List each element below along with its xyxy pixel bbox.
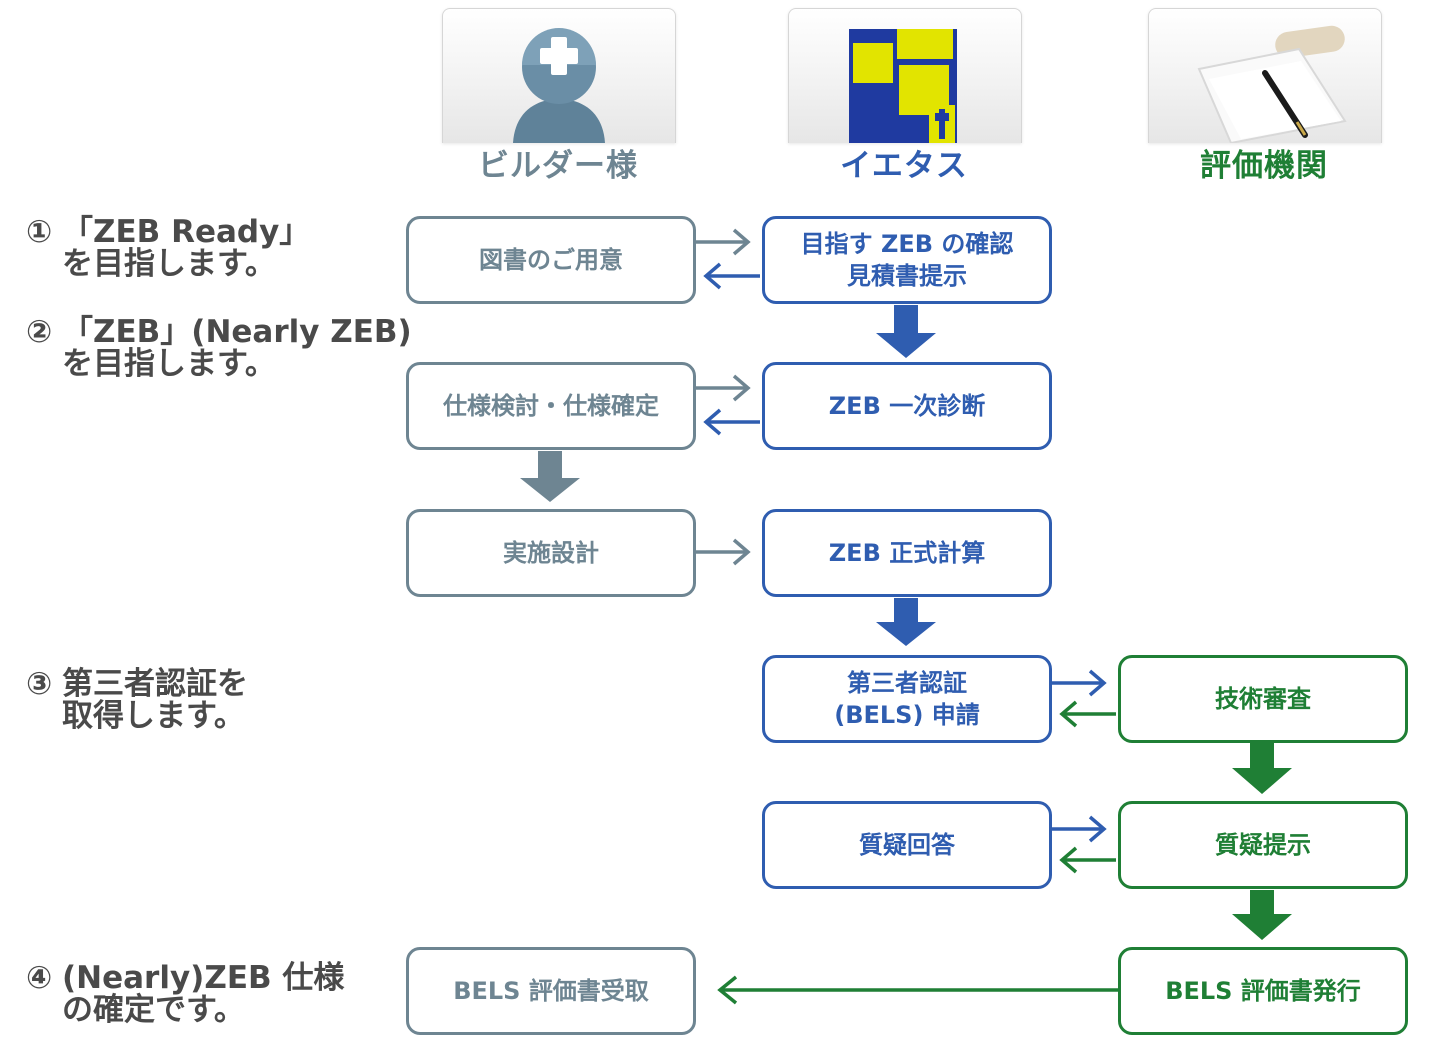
box-drawings: 図書のご用意 <box>406 216 696 304</box>
step-4-line1: (Nearly)ZEB 仕様 <box>62 960 345 996</box>
document-pen-icon <box>1148 8 1382 143</box>
arrow-qa-present-to-qa-answer <box>1059 846 1116 874</box>
step-3-line1: 第三者認証を <box>62 666 248 702</box>
arrow-primary-to-spec <box>703 408 760 436</box>
step-1-line1: 「ZEB Ready」 <box>62 214 311 250</box>
box-tech-review: 技術審査 <box>1118 655 1408 743</box>
box-spec: 仕様検討・仕様確定 <box>406 362 696 450</box>
step-4-line2: の確定です。 <box>62 992 245 1028</box>
box-bels-receive: BELS 評価書受取 <box>406 947 696 1035</box>
box-design: 実施設計 <box>406 509 696 597</box>
ietas-logo-icon <box>788 8 1022 143</box>
arrow-spec-to-primary <box>696 374 751 402</box>
box-zeb-check: 目指す ZEB の確認 見積書提示 <box>762 216 1052 304</box>
step-2-line1: 「ZEB」(Nearly ZEB) <box>62 314 412 350</box>
column-label-ietas: イエタス <box>840 148 968 184</box>
down-arrow-zeb-check-to-primary <box>876 305 936 358</box>
down-arrow-qa-present-to-bels-issue <box>1232 890 1292 940</box>
arrow-bels-apply-to-tech-review <box>1052 669 1107 697</box>
box-primary: ZEB 一次診断 <box>762 362 1052 450</box>
arrow-tech-review-to-bels-apply <box>1059 700 1116 728</box>
box-bels-issue: BELS 評価書発行 <box>1118 947 1408 1035</box>
box-qa-present: 質疑提示 <box>1118 801 1408 889</box>
step-1-number: ① <box>26 214 53 250</box>
arrow-drawings-to-zeb-check <box>696 228 751 256</box>
step-3-number: ③ <box>26 666 53 702</box>
box-bels-apply: 第三者認証 (BELS) 申請 <box>762 655 1052 743</box>
down-arrow-spec-to-design <box>520 451 580 502</box>
arrow-qa-answer-to-qa-present <box>1052 815 1107 843</box>
column-label-evaluator: 評価機関 <box>1200 148 1328 184</box>
step-2: ②「ZEB」(Nearly ZEB) を目指します。 <box>26 316 412 380</box>
column-label-builder: ビルダー様 <box>478 148 638 184</box>
builder-person-icon <box>442 8 676 143</box>
arrow-zeb-check-to-drawings <box>703 262 760 290</box>
step-2-line2: を目指します。 <box>62 346 276 382</box>
box-formal: ZEB 正式計算 <box>762 509 1052 597</box>
arrow-bels-issue-to-receive <box>717 975 1118 1005</box>
step-1-line2: を目指します。 <box>62 246 276 282</box>
box-qa-answer: 質疑回答 <box>762 801 1052 889</box>
step-4-number: ④ <box>26 960 53 996</box>
step-2-number: ② <box>26 314 53 350</box>
down-arrow-formal-to-bels-apply <box>876 598 936 646</box>
step-1: ①「ZEB Ready」 を目指します。 <box>26 216 310 280</box>
down-arrow-tech-review-to-qa-present <box>1232 743 1292 794</box>
arrow-design-to-formal <box>696 538 751 566</box>
step-4: ④(Nearly)ZEB 仕様 の確定です。 <box>26 962 344 1026</box>
step-3-line2: 取得します。 <box>62 698 245 734</box>
